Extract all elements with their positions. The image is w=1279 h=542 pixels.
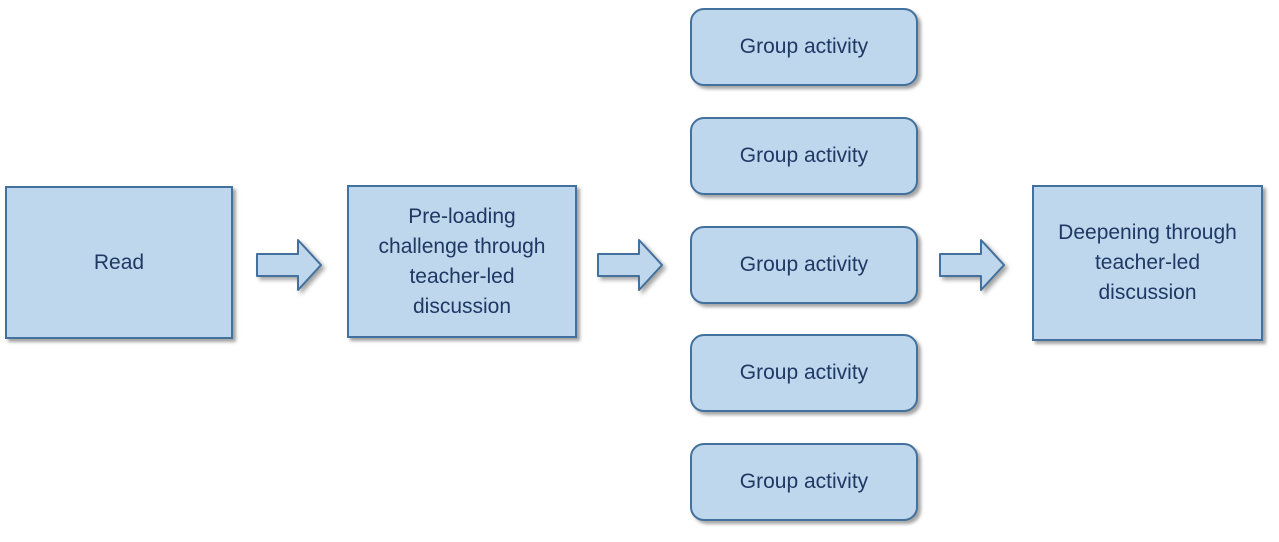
node-group-activity-1-label: Group activity xyxy=(739,35,869,58)
node-group-activity-5-label: Group activity xyxy=(739,470,869,493)
node-group-activity-1: Group activity xyxy=(690,8,918,86)
node-group-activity-4: Group activity xyxy=(690,334,918,412)
node-deepening-discussion-label: Deepening through teacher-led discussion xyxy=(1058,221,1237,304)
right-arrow-icon xyxy=(939,239,1005,291)
right-arrow-icon xyxy=(256,239,322,291)
node-preloading-challenge-label: Pre-loading challenge through teacher-le… xyxy=(378,204,546,318)
node-deepening-discussion: Deepening through teacher-led discussion xyxy=(1032,185,1263,341)
node-preloading-challenge: Pre-loading challenge through teacher-le… xyxy=(347,185,577,338)
node-group-activity-3-label: Group activity xyxy=(739,253,869,276)
node-group-activity-4-label: Group activity xyxy=(739,361,869,384)
node-group-activity-3: Group activity xyxy=(690,226,918,304)
node-read: Read xyxy=(5,186,233,339)
right-arrow-icon xyxy=(597,239,663,291)
node-read-label: Read xyxy=(93,250,145,274)
node-group-activity-2-label: Group activity xyxy=(739,144,869,167)
node-group-activity-5: Group activity xyxy=(690,443,918,521)
node-group-activity-2: Group activity xyxy=(690,117,918,195)
